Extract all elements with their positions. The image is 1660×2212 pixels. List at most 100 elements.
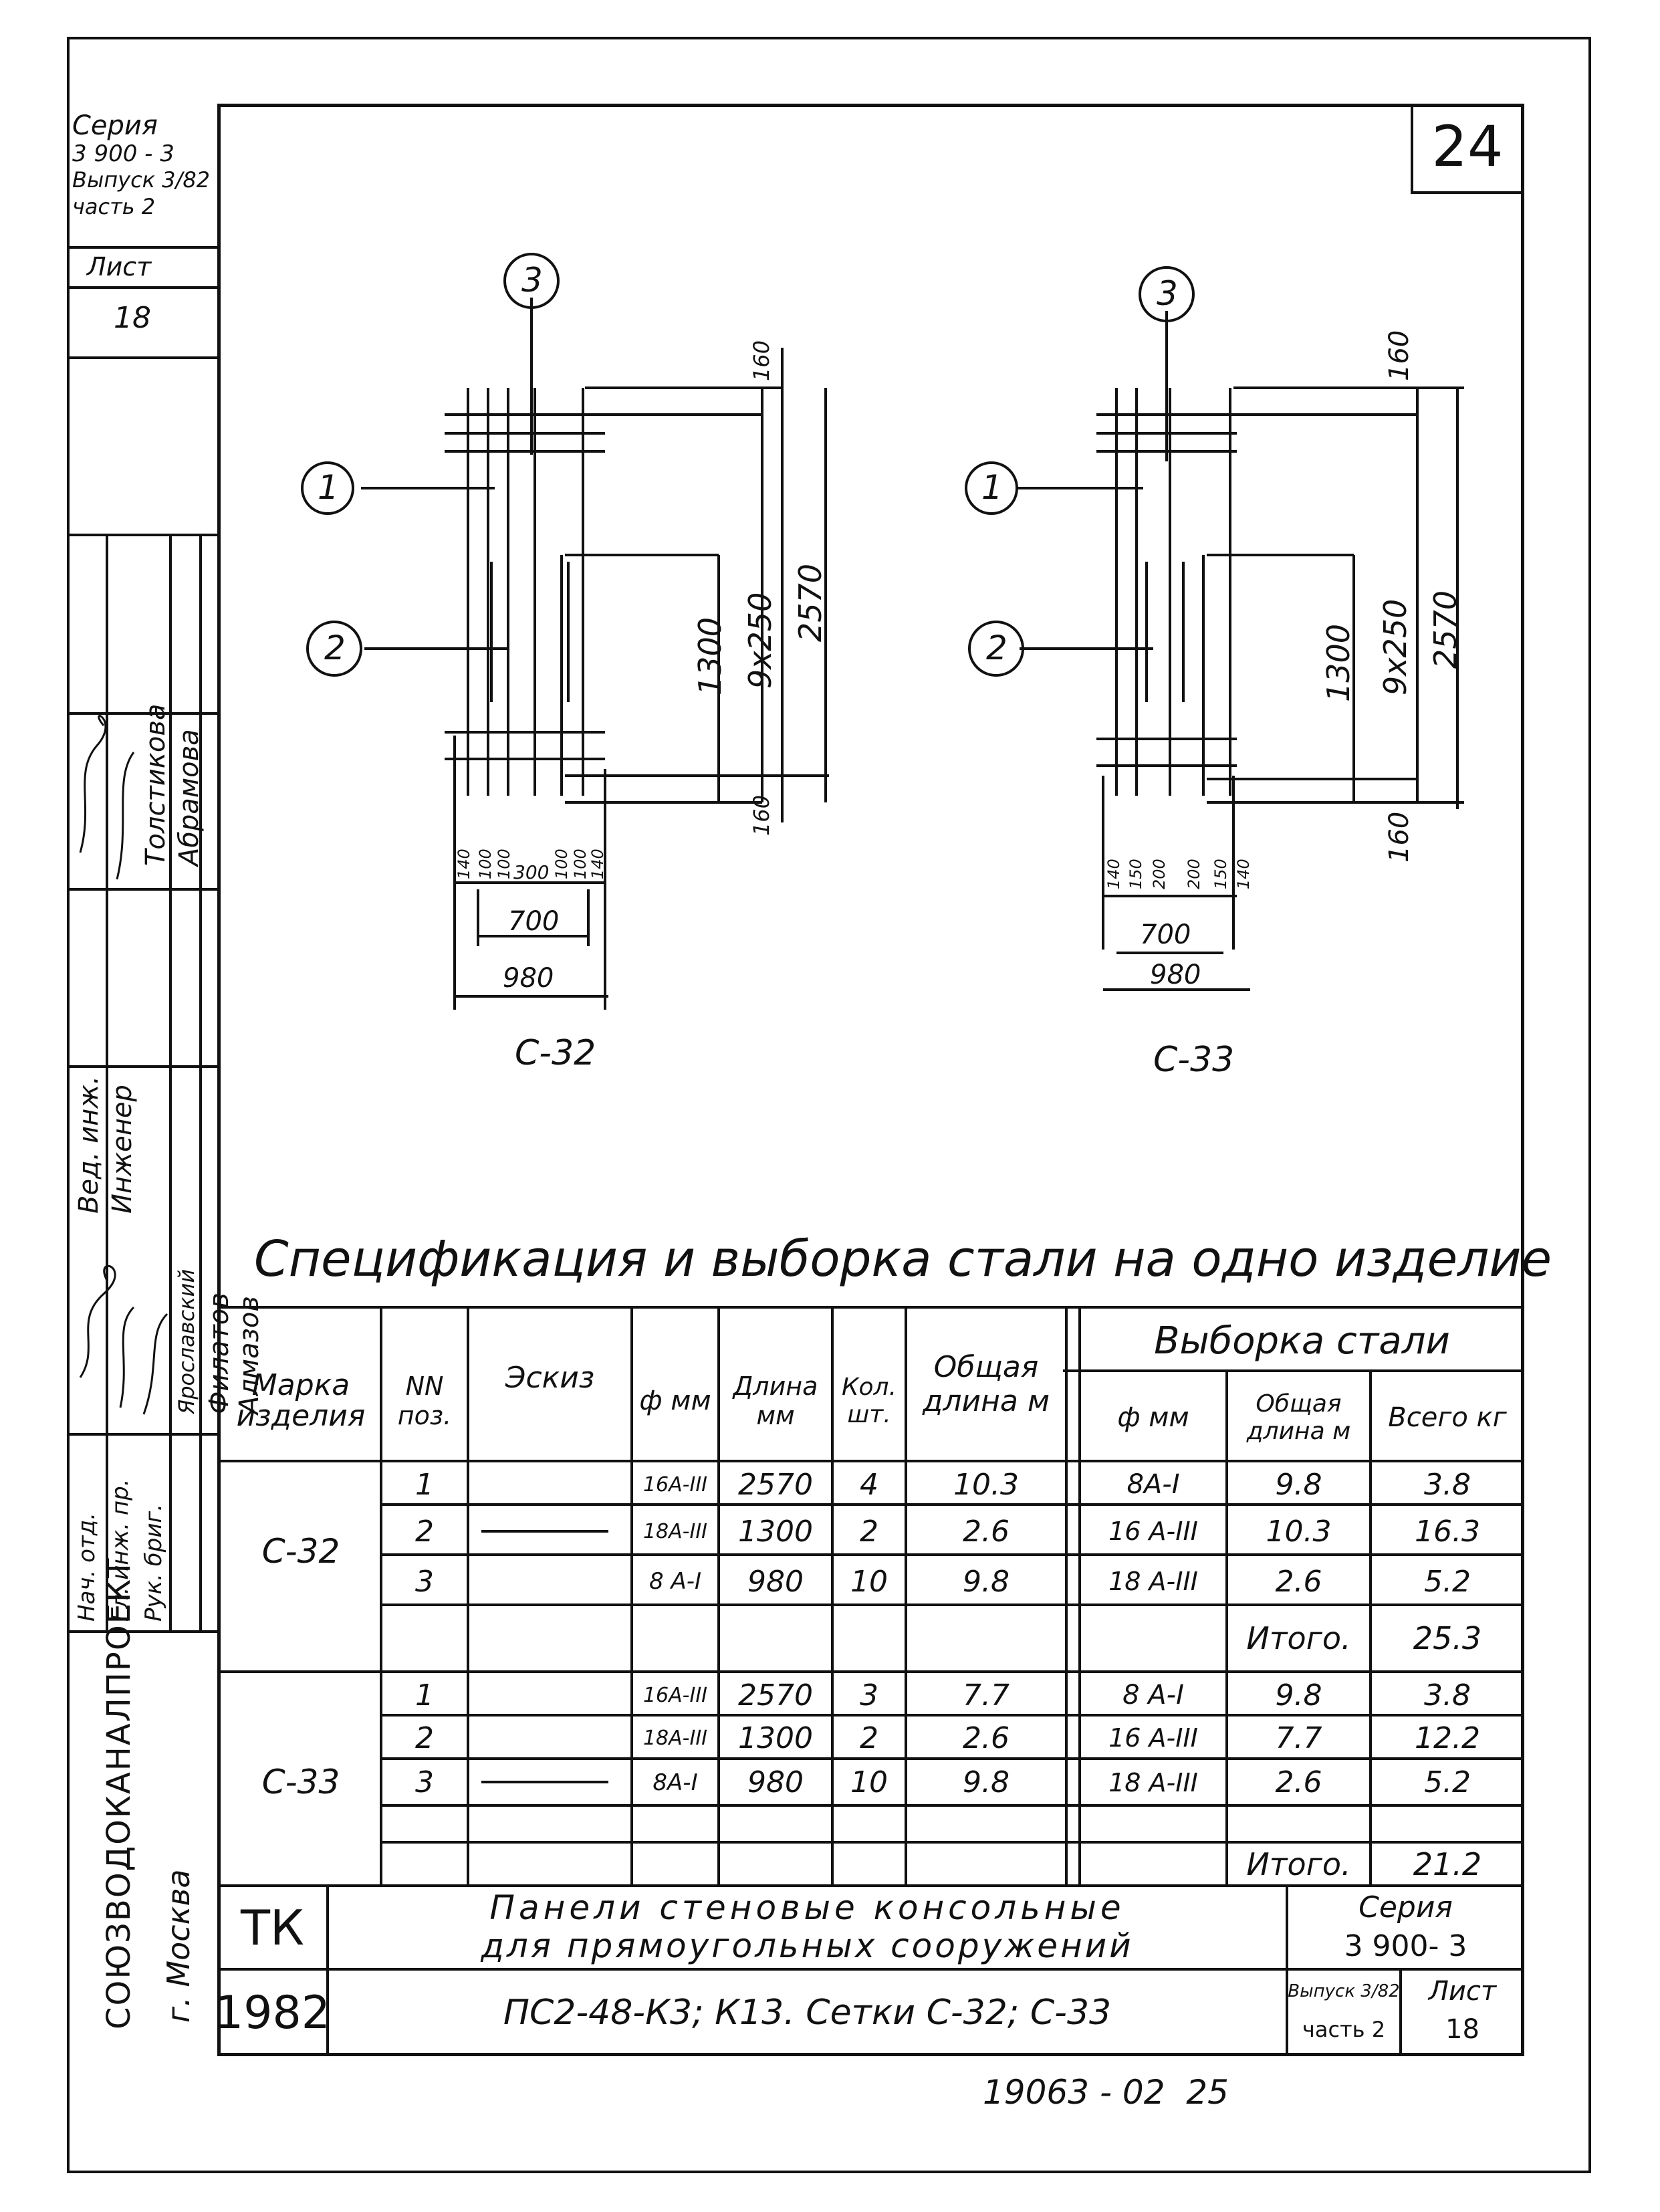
th-sel-group: Выборка стали [1154, 1319, 1450, 1363]
c32-r3-skg: 5.2 [1424, 1564, 1471, 1599]
c32-r1-diam: 16А-III [642, 1472, 708, 1497]
c32-dim-700: 700 [508, 906, 560, 937]
tb-part: часть 2 [1302, 2017, 1386, 2042]
c33-itogo-label: Итого. [1246, 1846, 1351, 1882]
c32-r2-sdiam: 16 А-III [1108, 1517, 1198, 1546]
side-stamp: Серия 3 900 - 3 Выпуск 3/82 часть 2 Лист… [67, 104, 265, 2056]
th-qty: Кол. шт. [841, 1373, 897, 1428]
c32-dim-980: 980 [503, 963, 554, 994]
stamp-series-label: Серия [72, 110, 158, 141]
c32-callout-1: 1 [318, 468, 339, 507]
c33-r1-diam: 16А-III [642, 1683, 708, 1707]
c32-r2-qty: 2 [860, 1514, 878, 1549]
mesh-c32 [361, 298, 829, 1010]
c33-r1-sdiam: 8 А-I [1122, 1680, 1184, 1710]
c32-r1-qty: 4 [860, 1467, 878, 1502]
group-mark-c33: С-33 [261, 1763, 340, 1801]
callout-circle-1-c33 [965, 461, 1018, 515]
th-sel-diam: ф мм [1117, 1402, 1189, 1433]
spec-title: Спецификация и выборка стали на одно изд… [254, 1230, 1552, 1288]
page-number-box [1411, 104, 1524, 194]
callout-circle-3-c33 [1139, 266, 1195, 322]
c33-r3-skg: 5.2 [1424, 1765, 1471, 1799]
c32-r1-len: 2570 [738, 1467, 813, 1502]
c33-r3-pos: 3 [415, 1765, 434, 1799]
th-total-len: Общая длина м [922, 1350, 1050, 1418]
c32-r1-pos: 1 [415, 1467, 434, 1502]
c33-r1-slen: 9.8 [1275, 1678, 1322, 1712]
th-diam: ф мм [639, 1386, 711, 1416]
c33-r1-qty: 3 [860, 1678, 878, 1712]
tb-code: ТК [240, 1899, 305, 1956]
th-length: Длина мм [733, 1371, 818, 1430]
c32-r3-total: 9.8 [963, 1564, 1010, 1599]
c33-r3-total: 9.8 [963, 1765, 1010, 1799]
stamp-series-value: 3 900 - 3 [72, 140, 174, 167]
mesh-c33 [1016, 311, 1464, 991]
th-sketch: Эскиз [505, 1360, 595, 1395]
c32-r2-total: 2.6 [963, 1514, 1010, 1549]
th-mark: Марка изделия [236, 1367, 366, 1433]
group-mark-c32: С-32 [261, 1532, 340, 1571]
page-number: 24 [1431, 114, 1504, 179]
c32-callout-3: 3 [521, 261, 543, 300]
c32-r1-slen: 9.8 [1275, 1467, 1322, 1502]
tb-sheet-value: 18 [1445, 2014, 1479, 2045]
c32-itogo-value: 25.3 [1413, 1620, 1482, 1656]
tb-series-value: 3 900- 3 [1344, 1928, 1467, 1963]
c32-r3-qty: 10 [850, 1564, 888, 1599]
c33-r3-sdiam: 18 А-III [1108, 1767, 1198, 1797]
c32-r3-diam: 8 А-I [649, 1568, 701, 1595]
tb-series-label: Серия [1358, 1890, 1453, 1924]
th-sel-total: Всего кг [1388, 1402, 1507, 1433]
c32-r3-slen: 2.6 [1275, 1564, 1322, 1599]
side-stamp-lines [67, 246, 217, 1633]
c33-dim-980: 980 [1150, 960, 1201, 990]
tb-sheet-label: Лист [1428, 1975, 1497, 2007]
c32-r1-sdiam: 8А-I [1127, 1469, 1180, 1500]
c33-r1-len: 2570 [738, 1678, 813, 1712]
callout-circle-2-c32 [306, 621, 362, 677]
stamp-sheet-value: 18 [114, 301, 151, 335]
c32-r2-diam: 18А-III [642, 1519, 708, 1543]
c33-r1-pos: 1 [415, 1678, 434, 1712]
stamp-sheet-label: Лист [87, 252, 152, 282]
c32-r2-len: 1300 [738, 1514, 813, 1549]
tb-year: 1982 [214, 1986, 331, 2039]
c33-r1-skg: 3.8 [1424, 1678, 1471, 1712]
th-pos: NN поз. [397, 1371, 452, 1430]
tb-line2: для прямоугольных сооружений [481, 1926, 1134, 1965]
c33-r2-pos: 2 [415, 1721, 434, 1755]
c32-r2-skg: 16.3 [1415, 1514, 1480, 1549]
callout-circle-2-c33 [968, 621, 1024, 677]
c33-r2-len: 1300 [738, 1721, 813, 1755]
c32-r2-pos: 2 [415, 1514, 434, 1549]
tb-line1: Панели стеновые консольные [489, 1888, 1125, 1927]
c33-r2-qty: 2 [860, 1721, 878, 1755]
c33-r2-sdiam: 16 А-III [1108, 1723, 1198, 1753]
c33-title: С-33 [1153, 1040, 1235, 1080]
c33-r2-skg: 12.2 [1415, 1721, 1480, 1755]
c32-title: С-32 [515, 1033, 596, 1073]
c33-r3-slen: 2.6 [1275, 1765, 1322, 1799]
c33-r3-qty: 10 [850, 1765, 888, 1799]
stamp-issue: Выпуск 3/82 [72, 167, 211, 193]
c33-r3-diam: 8А-I [653, 1769, 698, 1796]
c33-r2-diam: 18А-III [642, 1726, 708, 1750]
callout-circle-1-c32 [301, 461, 354, 515]
c32-r2-slen: 10.3 [1266, 1514, 1332, 1549]
c33-r3-len: 980 [747, 1765, 804, 1799]
c32-callout-2: 2 [324, 629, 346, 667]
footer-number: 19063 - 02 25 [983, 2073, 1229, 2112]
c33-r2-slen: 7.7 [1275, 1721, 1322, 1755]
c32-r1-total: 10.3 [953, 1467, 1019, 1502]
c33-r2-total: 2.6 [963, 1721, 1010, 1755]
c33-itogo-value: 21.2 [1413, 1846, 1482, 1882]
c33-callout-3: 3 [1157, 274, 1178, 313]
c33-callout-1: 1 [981, 468, 1003, 507]
callout-circle-3-c32 [503, 253, 560, 309]
tb-issue: Выпуск 3/82 [1288, 1981, 1400, 2001]
